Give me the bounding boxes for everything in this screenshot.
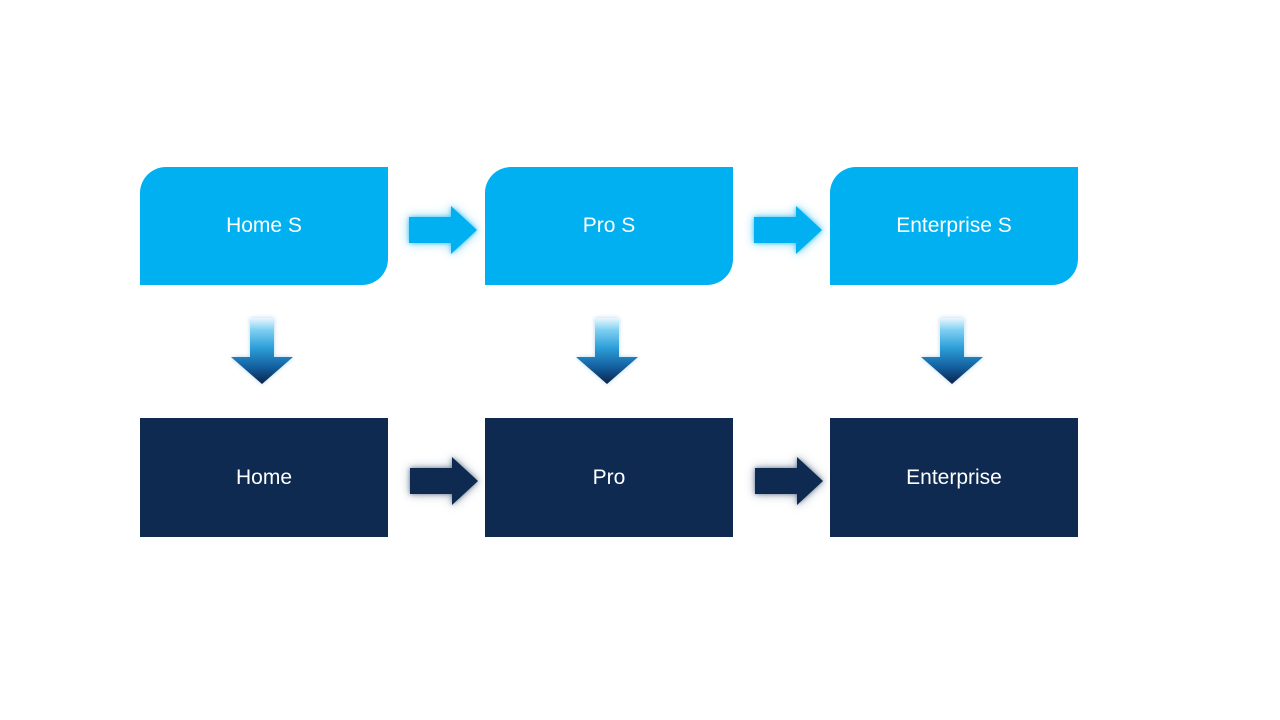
node-enterprise-s: Enterprise S (830, 167, 1078, 285)
right-arrow-icon (409, 206, 477, 254)
right-arrow-icon (755, 457, 823, 505)
down-arrow-icon (576, 318, 638, 384)
down-arrow-icon (231, 318, 293, 384)
node-enterprise-s-label: Enterprise S (896, 214, 1012, 238)
down-arrow-icon (921, 318, 983, 384)
node-pro-s: Pro S (485, 167, 733, 285)
node-home: Home (140, 418, 388, 537)
node-pro: Pro (485, 418, 733, 537)
right-arrow-icon (754, 206, 822, 254)
node-home-label: Home (235, 465, 293, 489)
node-home-s-label: Home S (226, 214, 302, 238)
node-pro-s-label: Pro S (582, 214, 636, 238)
right-arrow-icon (410, 457, 478, 505)
node-home-s: Home S (140, 167, 388, 285)
node-pro-label: Pro (592, 465, 626, 489)
node-enterprise: Enterprise (830, 418, 1078, 537)
node-enterprise-label: Enterprise (906, 465, 1002, 489)
